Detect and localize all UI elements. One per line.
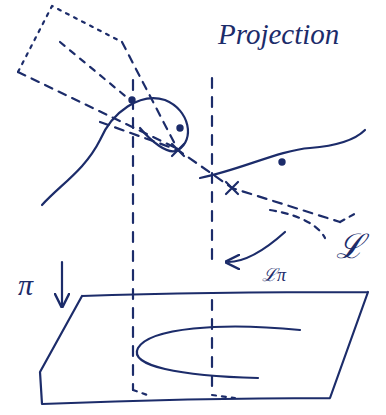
image-plane (40, 292, 368, 404)
projected-line-label: ℒπ (262, 266, 286, 284)
cross-mark (226, 182, 238, 194)
projected-curve (137, 327, 300, 378)
projection-line (340, 212, 358, 222)
space-curve (42, 98, 188, 205)
cone-outline (18, 6, 122, 72)
map-label: π (18, 270, 33, 300)
cross-mark (172, 144, 184, 156)
title-label: Projection (218, 20, 339, 49)
projection-line (270, 210, 325, 238)
vertical-projector (211, 78, 213, 395)
point-dot (177, 125, 182, 130)
pointer-arrow (228, 232, 285, 262)
space-curve (200, 130, 365, 178)
dotted-guide (133, 390, 235, 398)
projection-line (100, 122, 340, 222)
vertical-projector (132, 80, 134, 390)
cone-ray (18, 72, 180, 150)
cone-ray (60, 42, 130, 100)
projection-arrow (61, 262, 63, 305)
point-dot (279, 159, 284, 164)
line-label: ℒ (336, 230, 364, 264)
